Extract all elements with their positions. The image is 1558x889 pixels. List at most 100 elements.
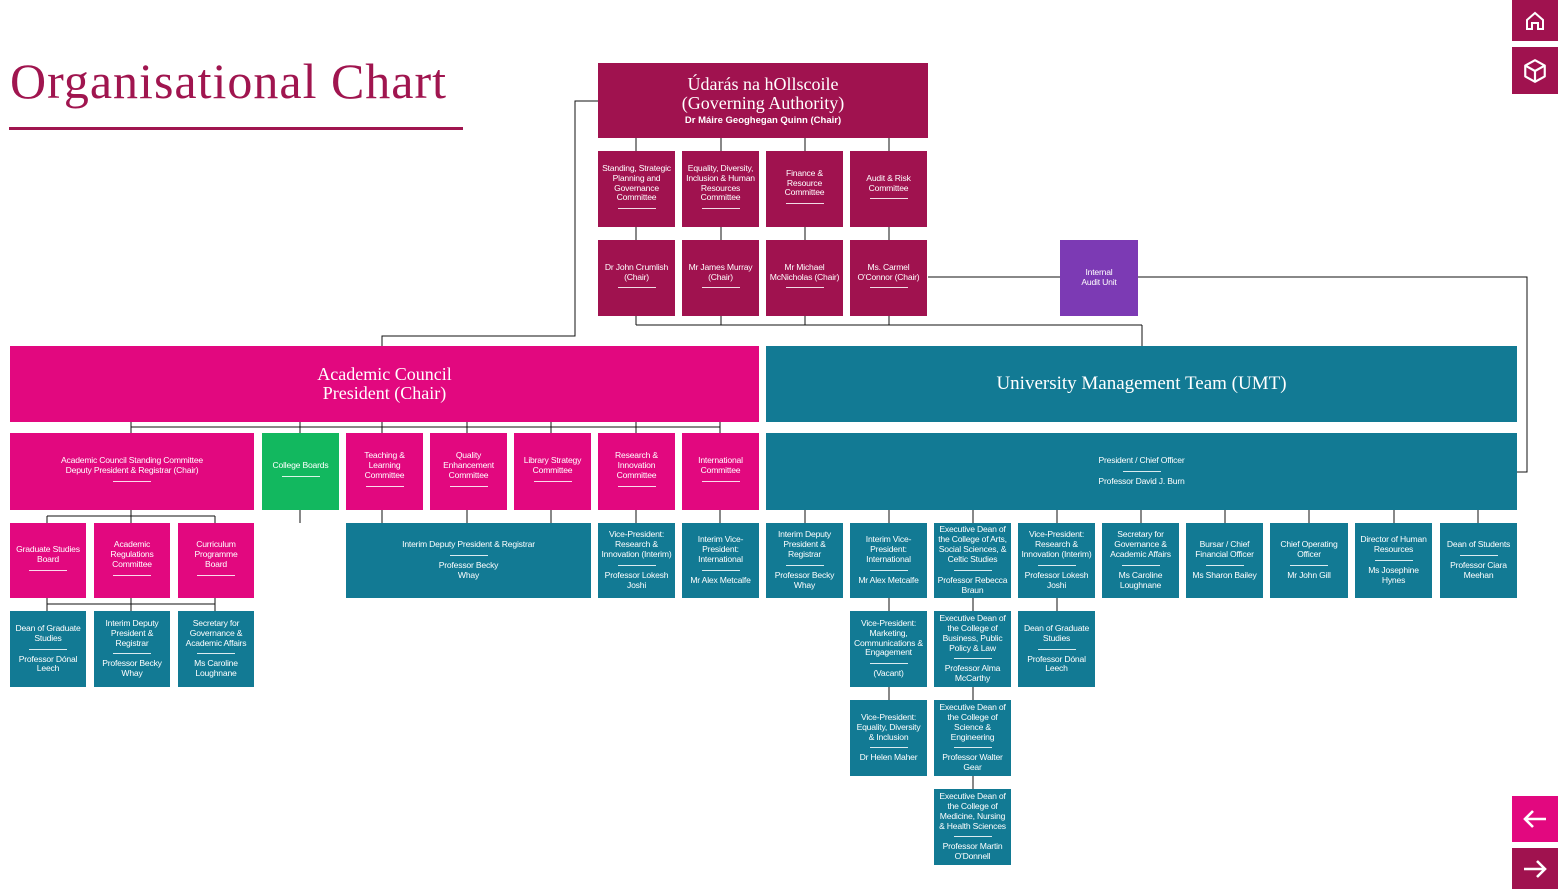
dean-box[interactable]: Executive Dean of the College of Medicin… — [934, 789, 1011, 865]
committee-chair: Mr James Murray (Chair) — [688, 261, 753, 282]
member-name: Professor Ciara Meehan — [1450, 560, 1507, 580]
committee-chair-box[interactable]: Mr James Murray (Chair) — [682, 240, 759, 316]
member-role: Executive Dean of the College of Arts, S… — [938, 524, 1007, 564]
ac-committee-box[interactable]: Research & Innovation Committee — [598, 433, 675, 510]
ac-officer-box[interactable]: Interim Vice-President: International Mr… — [682, 523, 759, 598]
umt-member-box[interactable]: Bursar / Chief Financial Officer Ms Shar… — [1186, 523, 1263, 598]
standing-sub-box[interactable]: Graduate Studies Board — [10, 523, 86, 598]
divider — [533, 480, 572, 482]
vp-box[interactable]: Vice-President: Equality, Diversity & In… — [850, 700, 927, 776]
cube-button[interactable] — [1512, 47, 1558, 94]
standing-sub-person-box[interactable]: Secretary for Governance & Academic Affa… — [178, 611, 254, 687]
graduate-dean-role: Dean of Graduate Studies — [1023, 622, 1090, 643]
governing-authority-chair: Dr Máire Geoghegan Quinn (Chair) — [684, 114, 842, 126]
governing-authority-subtitle: (Governing Authority) — [681, 93, 845, 114]
umt-member-box[interactable]: Director of Human Resources Ms Josephine… — [1355, 523, 1432, 598]
vp-box[interactable]: Vice-President: Marketing, Communication… — [850, 611, 927, 687]
divider — [29, 648, 67, 650]
president-box[interactable]: President / Chief Officer Professor Davi… — [766, 433, 1517, 510]
divider — [953, 569, 992, 571]
divider — [1459, 555, 1498, 557]
umt-member-box[interactable]: Interim Vice-President: International Mr… — [850, 523, 927, 598]
umt-member-box[interactable]: Vice-President: Research & Innovation (I… — [1018, 523, 1095, 598]
next-button[interactable] — [1512, 848, 1558, 889]
dean-name: Professor Walter Gear — [942, 752, 1003, 773]
divider — [1205, 564, 1244, 566]
committee-chair-box[interactable]: Ms. Carmel O'Connor (Chair) — [850, 240, 927, 316]
ac-committee-box[interactable]: Quality Enhancement Committee — [430, 433, 507, 510]
standing-committee-box[interactable]: Academic Council Standing Committee Depu… — [10, 433, 254, 510]
officer-name: Mr Alex Metcalfe — [690, 574, 751, 585]
ac-committee-name: Quality Enhancement Committee — [443, 450, 494, 480]
divider — [785, 203, 824, 205]
standing-sub-person-box[interactable]: Dean of Graduate Studies Professor Dónal… — [10, 611, 86, 687]
standing-sub-person-box[interactable]: Interim Deputy President & Registrar Pro… — [94, 611, 170, 687]
divider — [197, 653, 235, 655]
committee-chair: Mr Michael McNicholas (Chair) — [769, 261, 840, 282]
divider — [953, 747, 992, 749]
divider — [701, 208, 740, 210]
ac-officer-box[interactable]: Interim Deputy President & Registrar Pro… — [346, 523, 591, 598]
college-boards-label: College Boards — [272, 460, 329, 471]
standing-sub-box[interactable]: Curriculum Programme Board — [178, 523, 254, 598]
committee-name: Finance & Resource Committee — [784, 167, 825, 198]
academic-council-title: Academic Council — [317, 364, 452, 385]
person-name: Ms Caroline Loughnane — [194, 658, 238, 679]
divider — [617, 485, 656, 487]
member-name: Mr Alex Metcalfe — [858, 574, 919, 585]
graduate-dean-box[interactable]: Dean of Graduate Studies Professor Dónal… — [1018, 611, 1095, 687]
umt-title: University Management Team (UMT) — [996, 373, 1287, 395]
dean-box[interactable]: Executive Dean of the College of Busines… — [934, 611, 1011, 687]
divider — [1121, 564, 1160, 566]
standing-sub-name: Curriculum Programme Board — [194, 539, 238, 569]
gov-committee-box[interactable]: Finance & Resource Committee — [766, 151, 843, 227]
umt-box[interactable]: University Management Team (UMT) — [766, 346, 1517, 422]
academic-council-box[interactable]: Academic Council President (Chair) — [10, 346, 759, 422]
person-name: Professor Dónal Leech — [18, 653, 78, 674]
arrow-right-icon — [1524, 859, 1547, 878]
officer-role: Interim Vice-President: International — [697, 534, 744, 564]
ac-committee-box[interactable]: Library Strategy Committee — [514, 433, 591, 510]
committee-chair-box[interactable]: Mr Michael McNicholas (Chair) — [766, 240, 843, 316]
home-button[interactable] — [1512, 0, 1558, 41]
divider — [113, 653, 151, 655]
graduate-dean-name: Professor Dónal Leech — [1027, 653, 1086, 674]
member-role: Secretary for Governance & Academic Affa… — [1110, 529, 1171, 560]
umt-member-box[interactable]: Dean of Students Professor Ciara Meehan — [1440, 523, 1517, 598]
internal-audit-unit-box[interactable]: Internal Audit Unit — [1060, 240, 1138, 316]
umt-member-box[interactable]: Interim Deputy President & Registrar Pro… — [766, 523, 843, 598]
ac-officer-box[interactable]: Vice-President: Research & Innovation (I… — [598, 523, 675, 598]
member-role: Interim Vice-President: International — [865, 534, 912, 564]
committee-name: Audit & Risk Committee — [866, 172, 911, 193]
home-icon — [1526, 11, 1544, 30]
gov-committee-box[interactable]: Standing, Strategic Planning and Governa… — [598, 151, 675, 227]
officer-role: Interim Deputy President & Registrar — [402, 539, 535, 550]
gov-committee-box[interactable]: Audit & Risk Committee — [850, 151, 927, 227]
divider — [869, 569, 908, 571]
umt-member-box[interactable]: Secretary for Governance & Academic Affa… — [1102, 523, 1179, 598]
governing-authority-box[interactable]: Údarás na hOllscoile (Governing Authorit… — [598, 63, 928, 138]
divider — [617, 208, 656, 210]
ac-committee-box[interactable]: International Committee — [682, 433, 759, 510]
divider — [785, 287, 824, 289]
previous-button[interactable] — [1512, 796, 1558, 842]
college-boards-box[interactable]: College Boards — [262, 433, 339, 510]
ac-committee-box[interactable]: Teaching & Learning Committee — [346, 433, 423, 510]
standing-committee-title: Academic Council Standing Committee — [60, 455, 204, 466]
gov-committee-box[interactable]: Equality, Diversity, Inclusion & Human R… — [682, 151, 759, 227]
standing-sub-box[interactable]: Academic Regulations Committee — [94, 523, 170, 598]
committee-name: Equality, Diversity, Inclusion & Human R… — [686, 162, 755, 203]
member-name: Professor Rebecca Braun — [937, 574, 1008, 595]
umt-member-box[interactable]: Chief Operating Officer Mr John Gill — [1270, 523, 1348, 598]
officer-name: Professor Becky Whay — [438, 560, 499, 580]
member-name: Professor Becky Whay — [774, 569, 835, 590]
divider — [701, 287, 740, 289]
divider — [197, 574, 235, 576]
divider — [617, 287, 656, 289]
dean-box[interactable]: Executive Dean of the College of Science… — [934, 700, 1011, 776]
umt-member-box[interactable]: Executive Dean of the College of Arts, S… — [934, 523, 1011, 598]
member-role: Director of Human Resources — [1360, 534, 1427, 555]
committee-chair-box[interactable]: Dr John Crumlish (Chair) — [598, 240, 675, 316]
divider — [449, 555, 488, 557]
